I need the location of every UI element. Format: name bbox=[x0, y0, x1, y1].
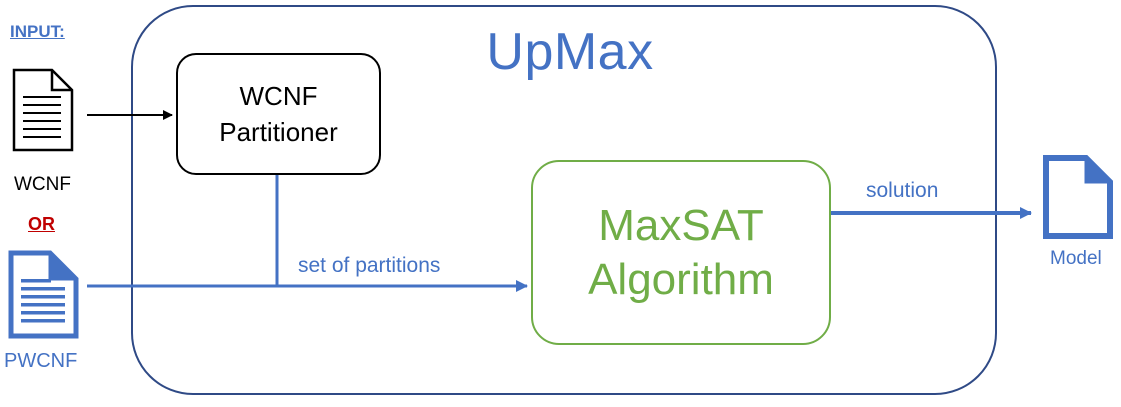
model-output-label: Model bbox=[1050, 248, 1102, 269]
algorithm-label-line2: Algorithm bbox=[588, 254, 774, 304]
upmax-title: UpMax bbox=[486, 23, 654, 81]
pwcnf-input-label: PWCNF bbox=[4, 350, 78, 372]
maxsat-algorithm-box: MaxSAT Algorithm bbox=[531, 160, 831, 345]
solution-label: solution bbox=[866, 179, 939, 202]
wcnf-document-icon bbox=[12, 68, 74, 152]
wcnf-input-label: WCNF bbox=[14, 174, 71, 195]
input-label: INPUT: bbox=[10, 22, 65, 41]
partitioner-label-line1: WCNF bbox=[239, 81, 318, 111]
model-document-icon bbox=[1043, 155, 1113, 239]
or-label: OR bbox=[28, 214, 55, 234]
set-of-partitions-label: set of partitions bbox=[298, 254, 441, 277]
wcnf-partitioner-box: WCNF Partitioner bbox=[176, 53, 381, 175]
algorithm-label-line1: MaxSAT bbox=[598, 200, 764, 250]
partitioner-label-line2: Partitioner bbox=[219, 117, 338, 147]
upmax-container bbox=[131, 5, 997, 395]
pwcnf-document-icon bbox=[8, 250, 79, 339]
